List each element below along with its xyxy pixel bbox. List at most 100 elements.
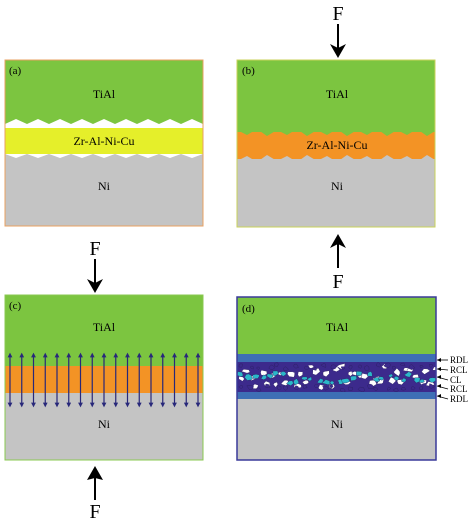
grain — [297, 371, 304, 378]
grain — [361, 372, 370, 380]
grain — [373, 387, 378, 391]
grain — [312, 366, 317, 371]
grain — [304, 365, 310, 371]
grain-structure — [237, 362, 436, 393]
grain — [293, 363, 299, 369]
grain — [301, 379, 309, 385]
grain — [255, 387, 262, 392]
zr-al-ni-cu-layer-a — [5, 128, 203, 154]
grain — [413, 377, 421, 384]
zr-al-ni-cu-label-a: Zr-Al-Ni-Cu — [73, 134, 134, 148]
panel-a-tag: (a) — [9, 65, 22, 77]
tial-layer-a — [5, 60, 203, 124]
ni-layer-d — [237, 399, 436, 460]
grain — [286, 380, 294, 386]
grain — [272, 370, 279, 377]
down-arrow-icon — [87, 259, 103, 293]
zone-label-arrows — [436, 358, 449, 400]
grain — [283, 366, 289, 372]
wavy-interface-b-bottom — [237, 155, 435, 162]
grain — [294, 385, 299, 391]
grain — [302, 384, 308, 389]
down-arrow-icon — [330, 24, 346, 58]
tial-label-b: TiAl — [326, 87, 349, 101]
grain — [282, 385, 288, 391]
panel-d-tag: (d) — [242, 303, 255, 315]
panel-c-border — [4, 294, 204, 461]
grain — [401, 377, 407, 383]
panel-b-border — [236, 59, 436, 228]
force-label-c-top: F — [89, 238, 100, 260]
grain — [347, 386, 353, 391]
grain — [260, 374, 267, 381]
zigzag-gap-a-bottom — [5, 154, 203, 158]
up-arrow-icon — [87, 466, 103, 500]
grain — [383, 362, 391, 368]
grain — [301, 376, 308, 381]
grain — [252, 373, 260, 379]
up-arrow-icon — [330, 234, 346, 268]
grain — [432, 366, 436, 371]
wavy-interface-b-top — [237, 129, 435, 136]
grain — [391, 366, 396, 370]
panel-d: (d) TiAl Ni RDL RCL CL RCL RDL — [236, 296, 468, 461]
grain — [322, 385, 329, 391]
zone-label-rdl-bottom: RDL — [450, 394, 468, 404]
grain — [378, 376, 384, 381]
grain — [238, 385, 244, 389]
grain — [340, 378, 351, 384]
grain — [348, 365, 353, 370]
grain — [350, 375, 357, 381]
grain — [428, 363, 433, 368]
zone-label-rcl-top: RCL — [450, 365, 468, 375]
grain — [393, 368, 401, 377]
grain — [419, 386, 424, 391]
grain — [274, 362, 279, 367]
grain — [244, 373, 253, 381]
zigzag-gap-a — [5, 119, 203, 128]
tial-layer-d — [237, 297, 436, 354]
grain — [387, 386, 391, 391]
panel-b: (b) TiAl Zr-Al-Ni-Cu Ni F F — [236, 3, 436, 293]
grain — [403, 371, 413, 378]
rdl-layer-bottom-d — [237, 392, 436, 399]
grain — [376, 362, 381, 368]
grain — [322, 370, 330, 378]
grain — [418, 379, 425, 383]
grain — [400, 362, 406, 366]
grain — [321, 379, 331, 386]
ni-label-d: Ni — [331, 417, 344, 431]
grain — [367, 371, 373, 377]
panel-a-border — [4, 59, 204, 227]
grain — [293, 378, 300, 386]
panel-c: (c) TiAl Ni F F — [4, 238, 204, 520]
grain — [241, 369, 251, 374]
grain — [273, 381, 279, 388]
tial-label-a: TiAl — [93, 87, 116, 101]
ni-layer-b — [237, 159, 435, 227]
grain — [329, 380, 335, 385]
grain — [428, 383, 435, 389]
grain — [246, 385, 254, 391]
grain — [400, 387, 407, 391]
ni-label-a: Ni — [98, 179, 111, 193]
zone-label-rcl-bottom: RCL — [450, 384, 468, 394]
grain — [264, 383, 271, 388]
tial-label-c: TiAl — [93, 320, 116, 334]
grain — [256, 366, 260, 370]
tial-label-d: TiAl — [326, 320, 349, 334]
zr-al-ni-cu-layer-b — [237, 132, 435, 159]
grain — [421, 368, 431, 375]
grain — [238, 363, 243, 368]
grain — [317, 378, 324, 384]
grain — [306, 376, 313, 382]
force-label-b-top: F — [332, 3, 343, 25]
grain — [250, 365, 254, 370]
ni-label-b: Ni — [331, 179, 344, 193]
grain — [266, 373, 274, 379]
grain — [330, 364, 337, 370]
zone-label-cl: CL — [450, 375, 462, 385]
panel-d-border — [236, 296, 437, 461]
grain — [357, 364, 362, 369]
